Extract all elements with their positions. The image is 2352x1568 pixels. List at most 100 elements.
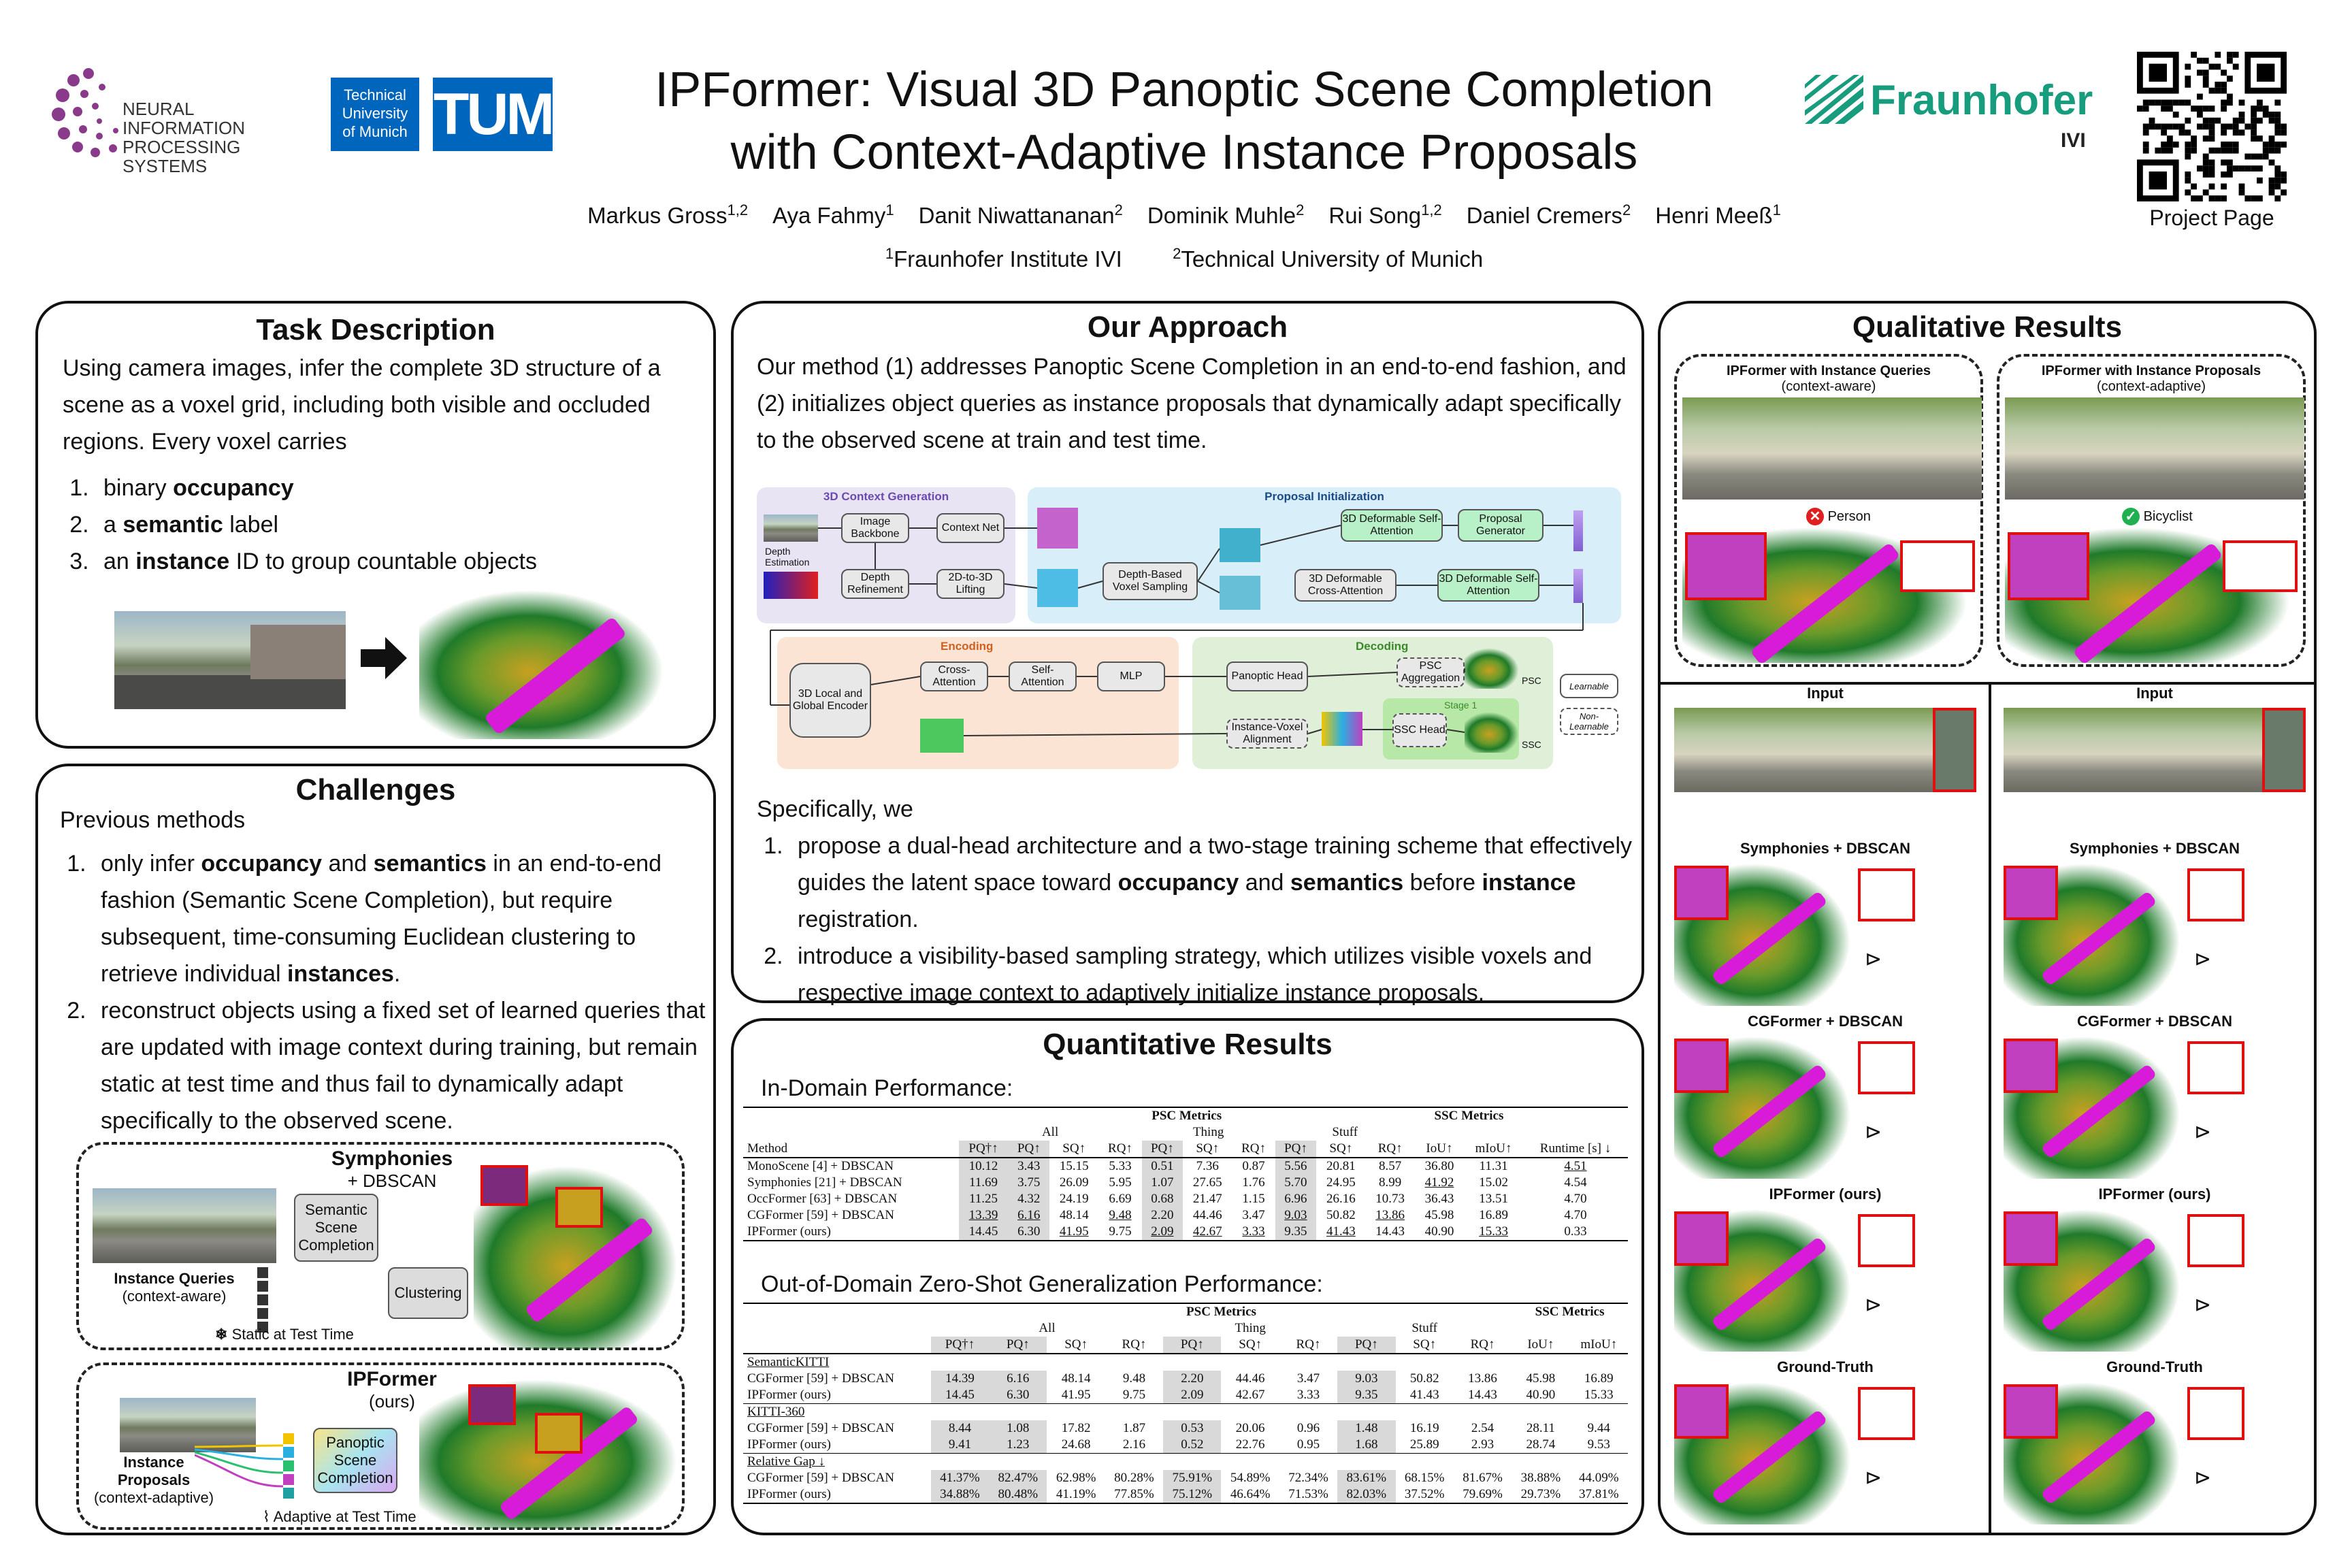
- camera-frustum-icon: ⊳: [2194, 1294, 2212, 1316]
- t2-cell: 68.15%: [1404, 1471, 1445, 1485]
- t2-cell: 77.85%: [1114, 1487, 1154, 1501]
- camera-frustum-icon: ⊳: [1865, 1294, 1882, 1316]
- depth-est-label: Depth Estimation: [765, 546, 810, 568]
- t1-cell: 4.54: [1564, 1175, 1587, 1190]
- t2-cell: 82.03%: [1337, 1486, 1396, 1503]
- qual-input-zoom: [2262, 708, 2306, 792]
- camera-frustum-icon: ⊳: [1865, 948, 1882, 970]
- t2-method: IPFormer (ours): [747, 1487, 831, 1501]
- t1-cell: 9.75: [1109, 1224, 1132, 1239]
- qual-divider-h: [1661, 682, 2314, 685]
- t2-cell: 0.52: [1163, 1437, 1222, 1454]
- t2-cell: 24.68: [1061, 1437, 1091, 1452]
- qual-zoom-b: [2187, 1214, 2244, 1267]
- panoptic-head-box: Panoptic Head: [1226, 662, 1308, 691]
- t1-cell: 15.15: [1059, 1159, 1089, 1173]
- t2-group: KITTI-360: [747, 1405, 805, 1419]
- t2-cell: 14.45: [930, 1387, 990, 1404]
- camera-frustum-icon: ⊳: [1865, 1467, 1882, 1489]
- t2-cell: 80.48%: [989, 1486, 1047, 1503]
- task-title: Task Description: [256, 313, 495, 346]
- t2-cell: 46.64%: [1230, 1487, 1271, 1501]
- tum-text-3: of Munich: [342, 123, 408, 140]
- t1-cell: 16.89: [1479, 1208, 1508, 1222]
- fraunhofer-logo: Fraunhofer IVI: [1805, 75, 2093, 152]
- t2-cell: 6.16: [989, 1371, 1047, 1387]
- qual-zoom-b: [1858, 1041, 1915, 1094]
- arrow-right-icon: [361, 637, 407, 679]
- task-item-1: a semantic label: [95, 506, 708, 543]
- qual-zoom-a: [1674, 1211, 1729, 1266]
- neurips-text-1: NEURAL INFORMATION: [122, 99, 246, 138]
- t2-col-5: SQ↑: [1239, 1337, 1262, 1352]
- t2-cell: 44.46: [1235, 1371, 1265, 1386]
- qual-zoom-a: [1674, 1039, 1729, 1093]
- qual-right-image: [2005, 397, 2304, 500]
- t1-cell: 4.51: [1564, 1159, 1587, 1173]
- t1-cell: 0.33: [1564, 1224, 1587, 1239]
- t2-cell: 82.47%: [989, 1470, 1047, 1486]
- t1-col-9: SQ↑: [1329, 1141, 1353, 1156]
- t2-cell: 14.39: [930, 1371, 990, 1387]
- t2-cell: 6.30: [989, 1387, 1047, 1404]
- t1-cell: 6.16: [1008, 1207, 1050, 1224]
- t1-cell: 45.98: [1424, 1208, 1454, 1222]
- t2-cell: 9.44: [1587, 1421, 1610, 1435]
- t1-method: OccFormer [63] + DBSCAN: [747, 1192, 898, 1206]
- t2-cell: 41.95: [1061, 1388, 1091, 1402]
- quant-title: Quantitative Results: [1043, 1028, 1333, 1061]
- t2-cell: 0.96: [1296, 1421, 1320, 1435]
- depth-map: [764, 572, 818, 599]
- fig2-proposals-1: Instance: [123, 1454, 184, 1471]
- t2-cell: 50.82: [1409, 1371, 1439, 1386]
- fig1-clustering-box: Clustering: [388, 1267, 468, 1319]
- t1-cell: 13.51: [1479, 1192, 1508, 1206]
- t1-cell: 50.82: [1326, 1208, 1356, 1222]
- task-output-scene: [419, 589, 664, 739]
- t1-cell: 9.35: [1275, 1224, 1317, 1241]
- t2-cell: 42.67: [1235, 1388, 1265, 1402]
- t1-cell: 40.90: [1424, 1224, 1454, 1239]
- qr-code[interactable]: [2137, 52, 2287, 201]
- diagram-input-image: [764, 514, 818, 542]
- t1-cell: 3.75: [1008, 1175, 1050, 1191]
- t2-stuff: Stuff: [1411, 1321, 1438, 1335]
- qual-right-label-wrap: ✓ Bicyclist: [2122, 508, 2193, 525]
- t1-cell: 5.33: [1109, 1159, 1132, 1173]
- t1-method: IPFormer (ours): [747, 1224, 831, 1239]
- tum-text-2: University: [342, 105, 408, 122]
- ood-label: Out-of-Domain Zero-Shot Generalization P…: [761, 1271, 1323, 1297]
- challenge-1: only infer occupancy and semantics in an…: [93, 845, 719, 992]
- t2-col-3: RQ↑: [1122, 1337, 1147, 1352]
- t1-cell: 14.43: [1375, 1224, 1405, 1239]
- fig2-arrows: [195, 1444, 284, 1488]
- author-2: Danit Niwattananan2: [918, 201, 1123, 228]
- t2-method: CGFormer [59] + DBSCAN: [747, 1371, 895, 1386]
- t1-cell: 4.70: [1564, 1192, 1587, 1206]
- qual-zoom-a: [2004, 1039, 2058, 1093]
- approach-list: propose a dual-head architecture and a t…: [757, 828, 1654, 1011]
- t1-col-6: SQ↑: [1196, 1141, 1220, 1156]
- t1-cell: 36.80: [1424, 1159, 1454, 1173]
- t1-cell: 11.31: [1479, 1159, 1508, 1173]
- t1-cell: 26.16: [1326, 1192, 1356, 1206]
- t1-cell: 3.47: [1242, 1208, 1265, 1222]
- t1-cell: 0.68: [1141, 1191, 1183, 1207]
- architecture-diagram: 3D Context Generation Proposal Initializ…: [757, 487, 1621, 780]
- cross-att-box: Cross-Attention: [920, 662, 988, 691]
- t2-cell: 41.43: [1409, 1388, 1439, 1402]
- t2-col-2: SQ↑: [1064, 1337, 1088, 1352]
- t2-cell: 14.43: [1468, 1388, 1497, 1402]
- fig1-queries-1: Instance Queries: [114, 1270, 235, 1287]
- qual-zoom-b: [1858, 1387, 1915, 1440]
